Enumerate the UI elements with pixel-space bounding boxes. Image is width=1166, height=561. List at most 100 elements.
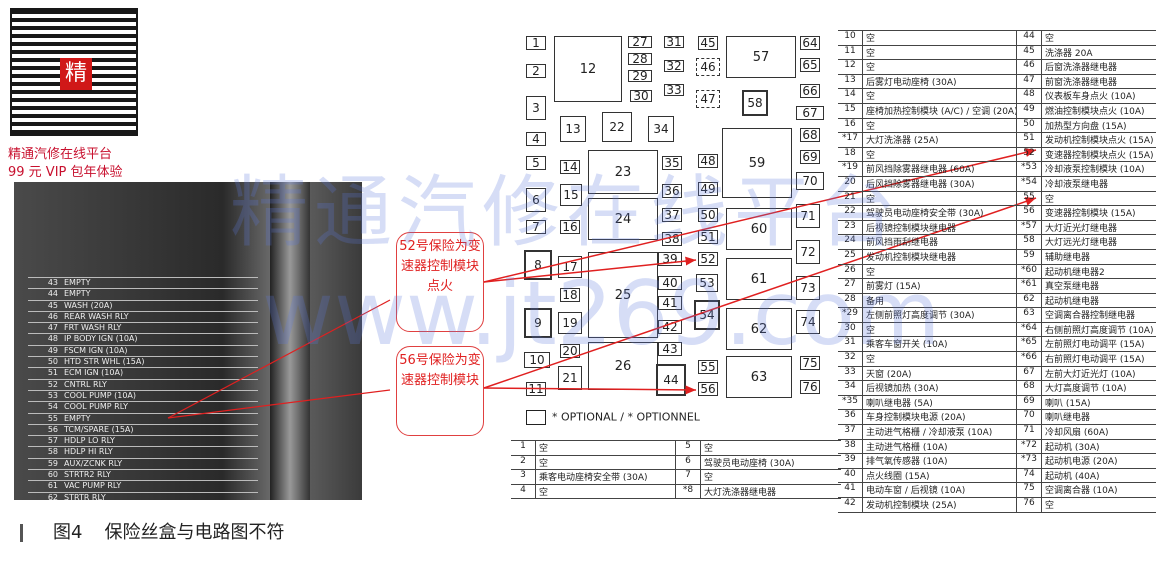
arrow-56-table: [483, 197, 1037, 389]
fuse-53: 53: [696, 274, 718, 292]
fuse-number: 1: [511, 441, 536, 455]
fuse-7: 7: [526, 220, 546, 234]
photo-row-text: ECM IGN (10A): [64, 368, 124, 378]
fuse-number: *66: [1017, 352, 1042, 366]
fuse-description: 前雾灯 (15A): [863, 279, 1017, 293]
fuse-number: 37: [838, 425, 863, 439]
photo-row-number: 46: [47, 311, 58, 321]
fuse-description: 右侧前照灯高度调节 (10A): [1045, 325, 1154, 336]
fuse-number: 44: [1017, 31, 1042, 45]
fuse-description: 空: [536, 441, 676, 455]
fuse-20: 20: [560, 344, 580, 358]
fuse-50: 50: [698, 208, 718, 222]
optional-note: * OPTIONAL / * OPTIONNEL: [526, 410, 700, 425]
fuse-description: 后雾灯电动座椅 (30A): [863, 74, 1017, 89]
photo-row-text: HDLP LO RLY: [64, 436, 115, 446]
fuse-description: 空: [863, 191, 1017, 206]
fuse-number: 23: [838, 220, 863, 235]
fuse-12: 12: [554, 36, 622, 102]
fuse-number: 16: [838, 118, 863, 133]
fuse-44: 44: [656, 364, 686, 396]
fuse-46: 46: [696, 58, 720, 76]
fuse-description: 洗涤器 20A: [1045, 48, 1093, 59]
fuse-number: *54: [1017, 176, 1042, 191]
fuse-22: 22: [602, 112, 632, 142]
fuse-description: 空: [1045, 501, 1055, 511]
fuse-description: 驾驶员电动座椅 (30A): [704, 458, 795, 469]
fuse-description: 空: [863, 118, 1017, 133]
fuse-64: 64: [800, 36, 820, 50]
photo-row-text: HTD STR WHL (15A): [64, 357, 145, 367]
fuse-number: 68: [1017, 381, 1042, 395]
fuse-description: 辅助继电器: [1045, 252, 1091, 263]
fuse-number: 25: [838, 249, 863, 264]
fuse-number: 4: [511, 484, 536, 499]
photo-row-number: 60: [47, 470, 58, 480]
fuse-description: 空: [863, 60, 1017, 74]
fuse-number: *60: [1017, 264, 1042, 279]
photo-row-number: 62: [47, 492, 58, 500]
fuse-number: 3: [511, 470, 536, 484]
fuse-number: 32: [838, 352, 863, 366]
fuse-number: 34: [838, 381, 863, 395]
fuse-6: 6: [526, 188, 546, 212]
photo-row-number: 57: [47, 436, 58, 446]
photo-row-number: 61: [47, 481, 58, 491]
photo-row-text: FSCM IGN (10A): [64, 345, 128, 355]
photo-row-text: EMPTY: [64, 278, 91, 287]
fuse-description: 加热型方向盘 (15A): [1045, 121, 1127, 132]
fuse-25: 25: [588, 252, 658, 338]
fuse-number: 5: [676, 441, 701, 455]
fuse-description: 左侧前照灯高度调节 (30A): [863, 308, 1017, 322]
fuse-description: 空: [704, 444, 714, 454]
fuse-description: 前风挡雨刮继电器: [863, 235, 1017, 249]
fuse-description: 空: [704, 473, 714, 484]
fuse-description: 后视镜加热 (30A): [863, 381, 1017, 395]
fuse-description: 空: [863, 45, 1017, 60]
fuse-description: 空: [863, 89, 1017, 103]
fuse-9: 9: [524, 308, 552, 338]
fuse-number: 41: [838, 483, 863, 497]
fuse-2: 2: [526, 64, 546, 78]
fuse-description: 右前照灯电动调平 (15A): [1045, 355, 1145, 366]
fuse-number: *64: [1017, 322, 1042, 337]
photo-row-text: TCM/SPARE (15A): [64, 424, 134, 434]
fuse-75: 75: [800, 356, 820, 370]
fuse-56: 56: [698, 382, 718, 396]
fuse-74: 74: [796, 310, 820, 334]
photo-row-number: 55: [47, 413, 58, 423]
fuse-number: *8: [676, 484, 701, 499]
fuse-description: 空: [863, 31, 1017, 45]
fuse-59: 59: [722, 128, 792, 198]
fuse-description: 变速器控制模块 (15A): [1045, 209, 1136, 220]
fuse-number: 27: [838, 279, 863, 293]
fuse-description: 大灯高度调节 (10A): [1045, 384, 1127, 395]
fuse-number: 12: [838, 60, 863, 74]
fuse-number: *57: [1017, 220, 1042, 235]
fuse-57: 57: [726, 36, 796, 78]
book-icon: [526, 410, 546, 425]
fuse-description: 乘客车窗开关 (10A): [863, 337, 1017, 352]
fuse-description: 左前照灯电动调平 (15A): [1045, 340, 1145, 351]
fuse-description: 车身控制模块电源 (20A): [863, 410, 1017, 425]
